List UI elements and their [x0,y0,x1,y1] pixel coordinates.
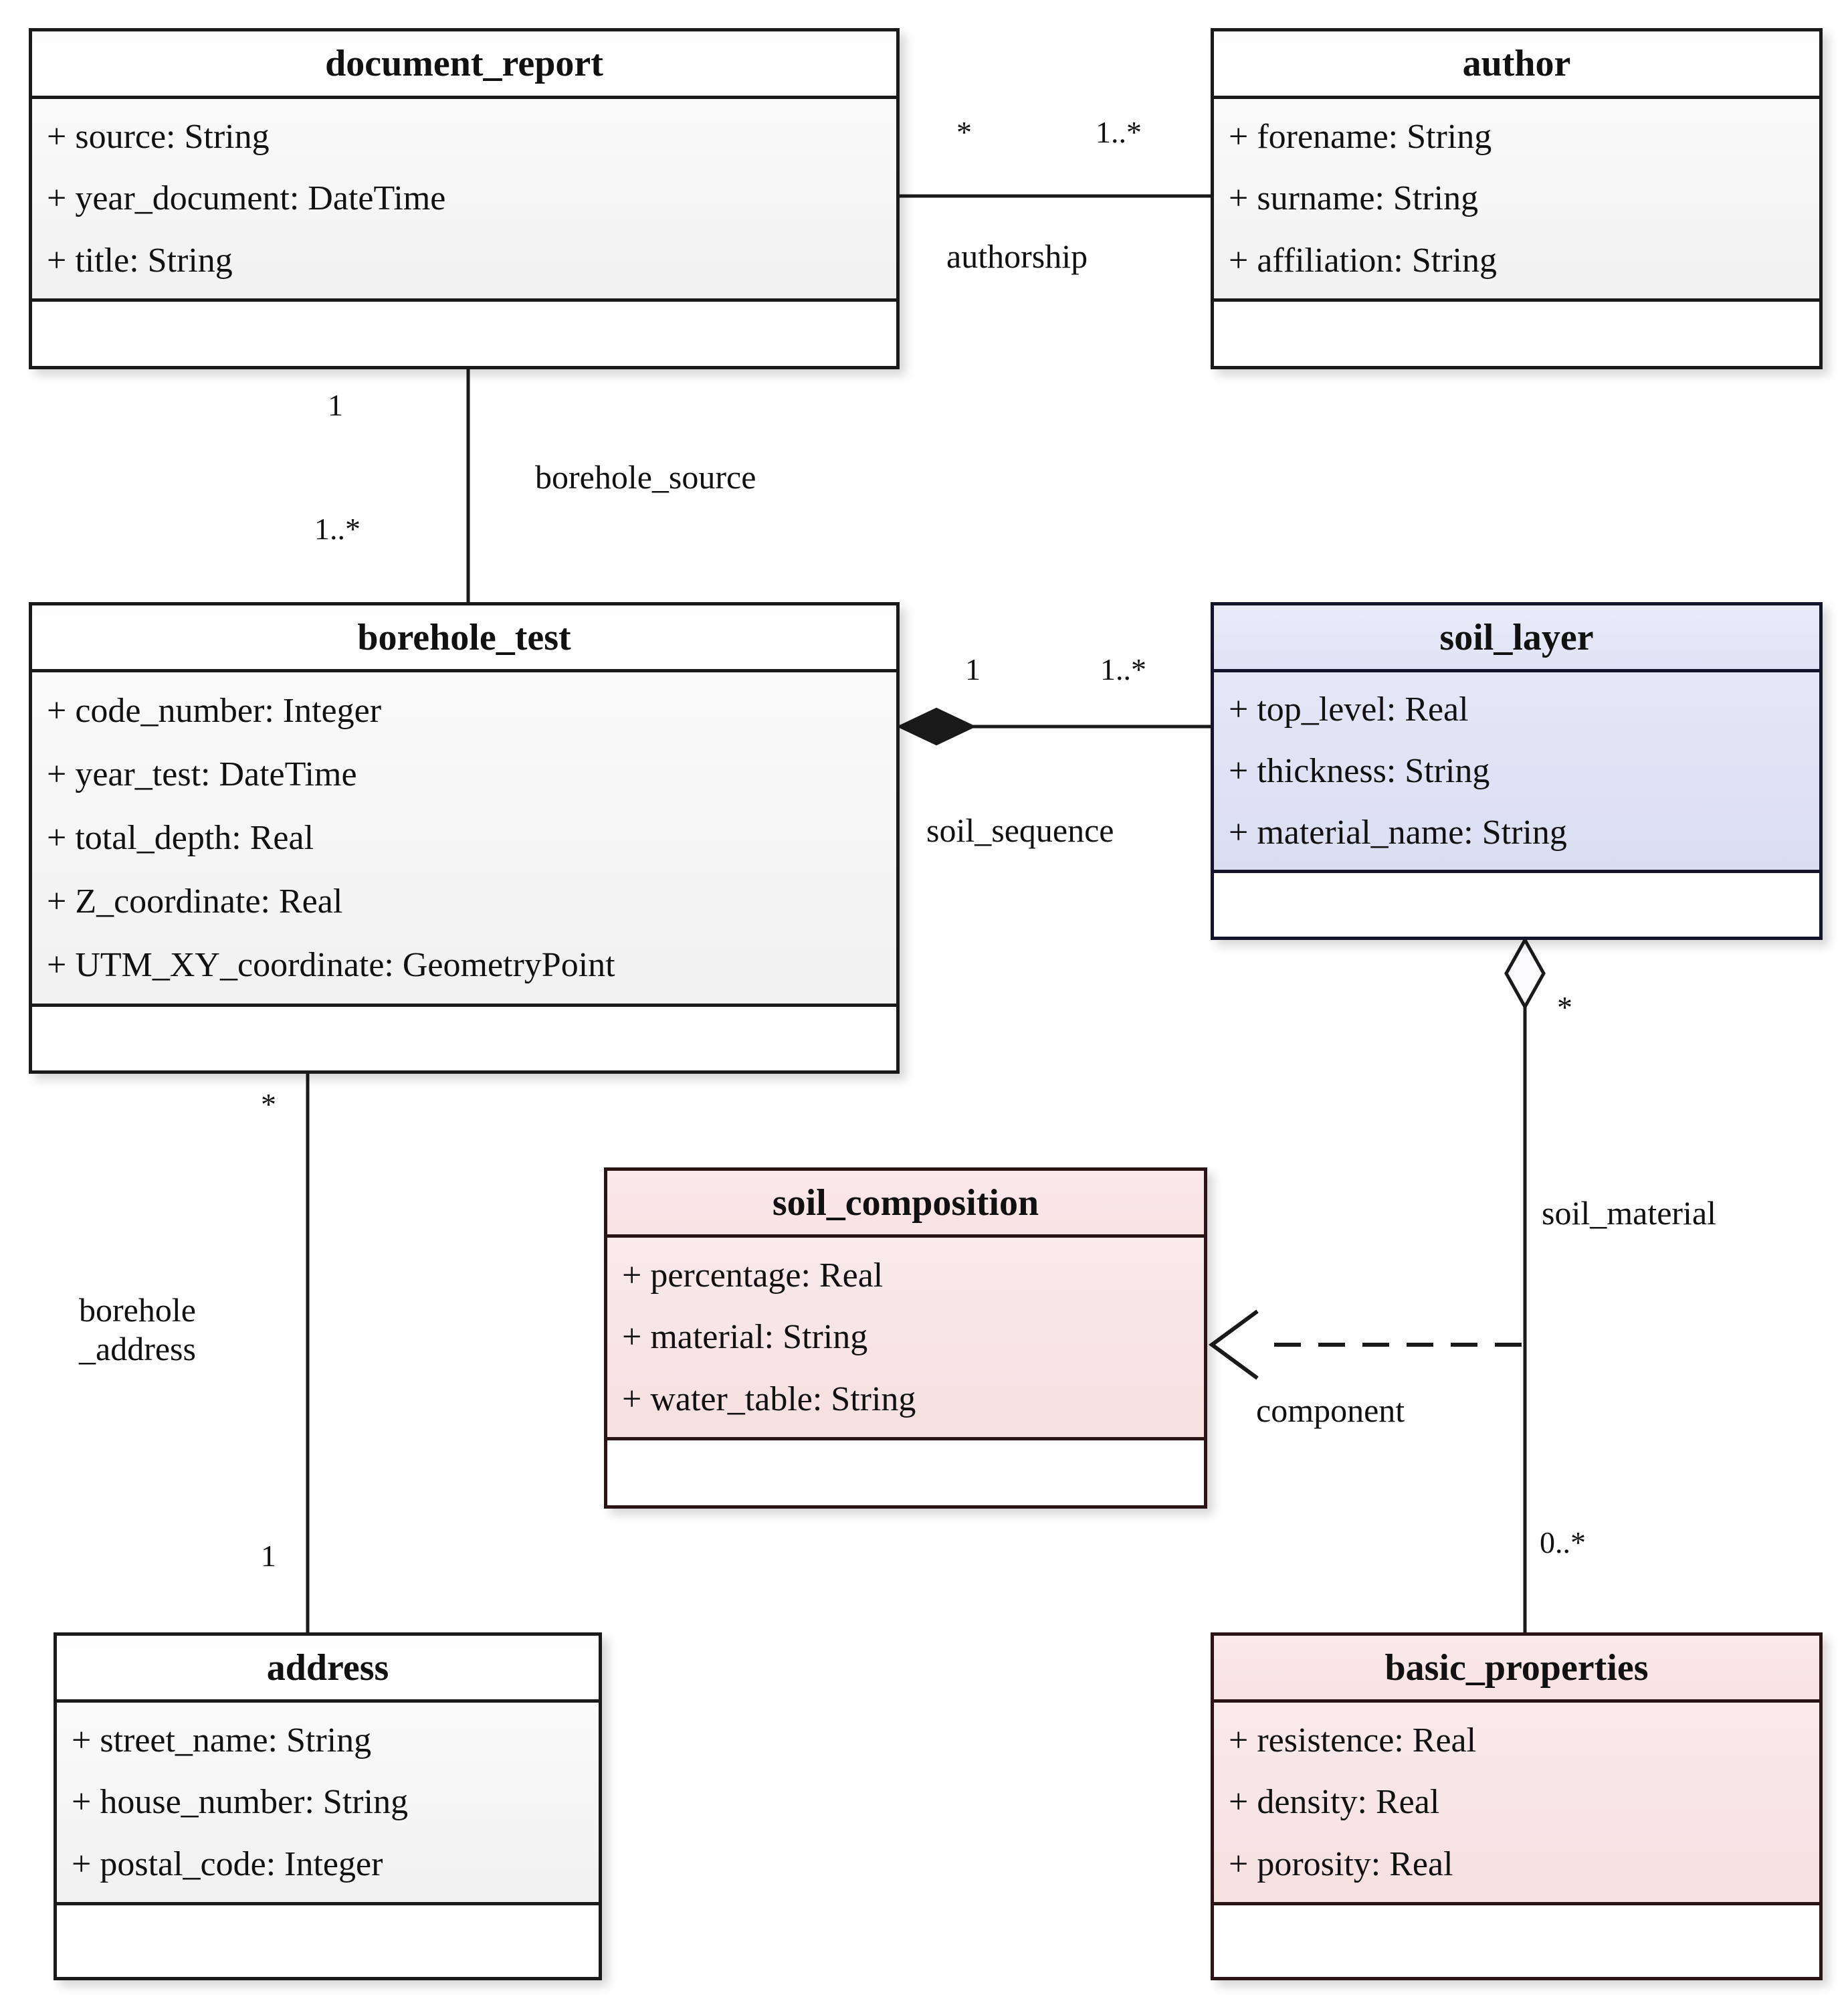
class-name-soil-composition: soil_composition [607,1171,1204,1238]
attribute-row: + affiliation: String [1229,242,1497,280]
multiplicity-borehole-source-target: 1..* [314,512,361,546]
attribute-row: + street_name: String [72,1721,372,1760]
class-name-document-report: document_report [32,31,896,99]
class-borehole-test[interactable]: borehole_test + code_number: Integer + y… [29,602,900,1074]
attribute-row: + surname: String [1229,179,1479,218]
association-label-component: component [1256,1392,1405,1429]
attribute-row: + title: String [47,242,233,280]
attribute-row: + top_level: Real [1229,690,1469,729]
association-label-borehole-source: borehole_source [535,458,756,496]
attributes-author: + forename: String + surname: String + a… [1214,99,1819,302]
attributes-soil-layer: + top_level: Real + thickness: String + … [1214,672,1819,873]
attribute-row: + total_depth: Real [47,819,314,857]
multiplicity-borehole-source-source: 1 [328,388,343,422]
attribute-row: + porosity: Real [1229,1845,1453,1884]
attribute-row: + water_table: String [622,1380,916,1419]
multiplicity-soil-material-target: 0..* [1540,1525,1586,1559]
class-document-report[interactable]: document_report + source: String + year_… [29,28,900,369]
attribute-row: + density: Real [1229,1783,1440,1822]
attribute-row: + year_document: DateTime [47,179,446,218]
attribute-row: + year_test: DateTime [47,755,357,793]
dependency-open-arrowhead [1208,1309,1259,1380]
attributes-address: + street_name: String + house_number: St… [57,1703,599,1905]
composition-diamond-filled [896,707,977,746]
multiplicity-authorship-target: 1..* [1096,115,1142,149]
multiplicity-soil-sequence-target: 1..* [1100,652,1146,686]
class-soil-composition[interactable]: soil_composition + percentage: Real + ma… [604,1167,1207,1509]
attribute-row: + code_number: Integer [47,692,382,730]
attributes-borehole-test: + code_number: Integer + year_test: Date… [32,672,896,1007]
multiplicity-soil-sequence-source: 1 [965,652,981,686]
association-label-authorship: authorship [946,238,1088,275]
attribute-row: + resistence: Real [1229,1721,1477,1760]
attribute-row: + UTM_XY_coordinate: GeometryPoint [47,946,615,984]
class-name-soil-layer: soil_layer [1214,605,1819,672]
multiplicity-authorship-source: * [956,115,972,149]
multiplicity-borehole-address-target: 1 [261,1539,276,1573]
attributes-document-report: + source: String + year_document: DateTi… [32,99,896,302]
attribute-row: + thickness: String [1229,751,1490,790]
class-name-author: author [1214,31,1819,99]
attribute-row: + Z_coordinate: Real [47,882,343,921]
class-address[interactable]: address + street_name: String + house_nu… [54,1632,602,1980]
association-label-soil-material: soil_material [1542,1194,1717,1232]
class-author[interactable]: author + forename: String + surname: Str… [1211,28,1823,369]
aggregation-diamond-hollow [1504,936,1546,1011]
multiplicity-borehole-address-source: * [261,1087,276,1121]
attribute-row: + material: String [622,1318,868,1357]
association-label-borehole-address: borehole _address [79,1291,196,1367]
attribute-row: + material_name: String [1229,813,1567,852]
attribute-row: + source: String [47,117,270,156]
association-label-soil-sequence: soil_sequence [926,812,1114,849]
attribute-row: + percentage: Real [622,1256,884,1295]
attribute-row: + forename: String [1229,117,1492,156]
class-soil-layer[interactable]: soil_layer + top_level: Real + thickness… [1211,602,1823,940]
multiplicity-soil-material-source: * [1557,990,1572,1024]
class-name-borehole-test: borehole_test [32,605,896,672]
attribute-row: + house_number: String [72,1783,409,1822]
class-name-address: address [57,1636,599,1703]
attribute-row: + postal_code: Integer [72,1845,383,1884]
attributes-soil-composition: + percentage: Real + material: String + … [607,1238,1204,1440]
class-basic-properties[interactable]: basic_properties + resistence: Real + de… [1211,1632,1823,1980]
attributes-basic-properties: + resistence: Real + density: Real + por… [1214,1703,1819,1905]
class-name-basic-properties: basic_properties [1214,1636,1819,1703]
